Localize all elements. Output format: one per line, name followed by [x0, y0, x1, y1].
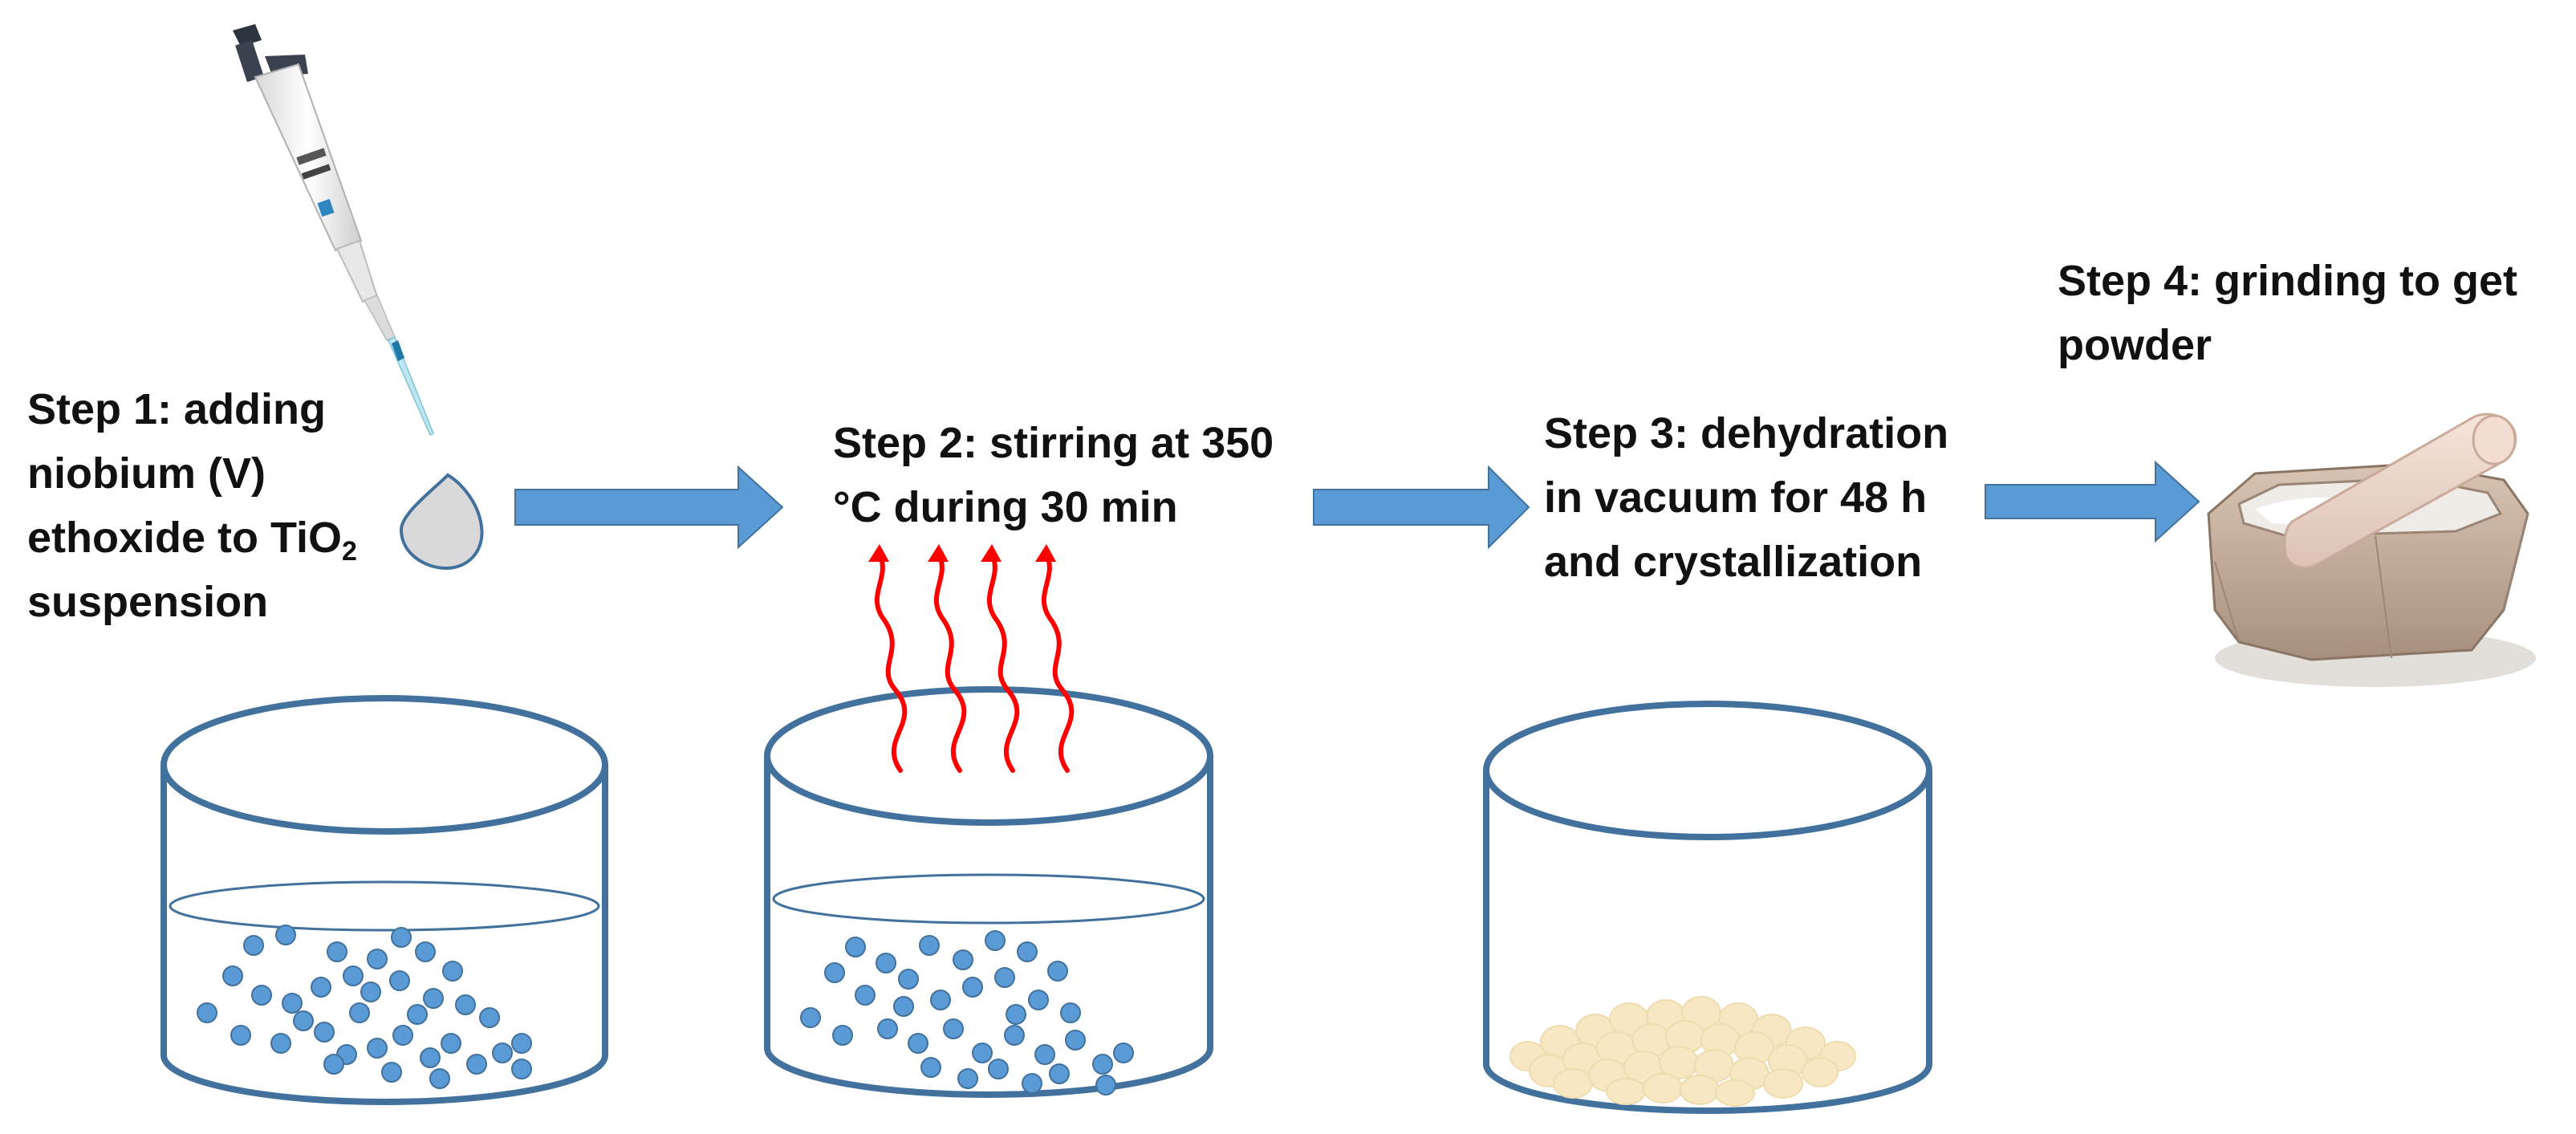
step-1-line-3-text: ethoxide to TiO: [27, 514, 343, 562]
beaker-3: [1483, 701, 1932, 1114]
step-4-label: Step 4: grinding to get powder: [2058, 249, 2517, 377]
step-1-label: Step 1: adding niobium (V) ethoxide to T…: [27, 377, 357, 634]
pipette-icon: [233, 24, 434, 437]
step-3-line-1: Step 3: dehydration: [1544, 409, 1949, 457]
step-4-line-1: Step 4: grinding to get: [2058, 257, 2517, 305]
step-3-label: Step 3: dehydration in vacuum for 48 h a…: [1544, 401, 1948, 594]
mortar-pestle-icon: [2207, 413, 2536, 687]
heat-wave-arrowheads: [868, 544, 1056, 562]
tio2-subscript: 2: [342, 536, 357, 567]
arrow-3: [1985, 460, 2200, 543]
particles-beaker-2: [800, 930, 1134, 1095]
arrow-1: [514, 465, 784, 550]
step-4-line-2: powder: [2058, 321, 2212, 369]
crystals-beaker-3: [1509, 996, 1856, 1107]
step-1-line-1: Step 1: adding: [27, 385, 327, 433]
step-1-line-4: suspension: [27, 578, 269, 626]
step-2-label: Step 2: stirring at 350 °C during 30 min: [833, 411, 1274, 539]
particles-beaker-1: [197, 925, 532, 1089]
step-2-line-1: Step 2: stirring at 350: [833, 419, 1274, 467]
heat-waves-icon: [874, 551, 1075, 773]
droplet-icon: [399, 473, 484, 571]
beaker-2: [764, 686, 1213, 1098]
step-3-line-2: in vacuum for 48 h: [1544, 474, 1928, 522]
arrow-2: [1313, 465, 1530, 550]
step-1-line-3: ethoxide to TiO2: [27, 506, 357, 570]
step-2-line-2: °C during 30 min: [833, 483, 1178, 531]
beaker-1: [160, 695, 608, 1105]
step-3-line-3: and crystallization: [1544, 538, 1923, 586]
step-1-line-2: niobium (V): [27, 449, 266, 498]
